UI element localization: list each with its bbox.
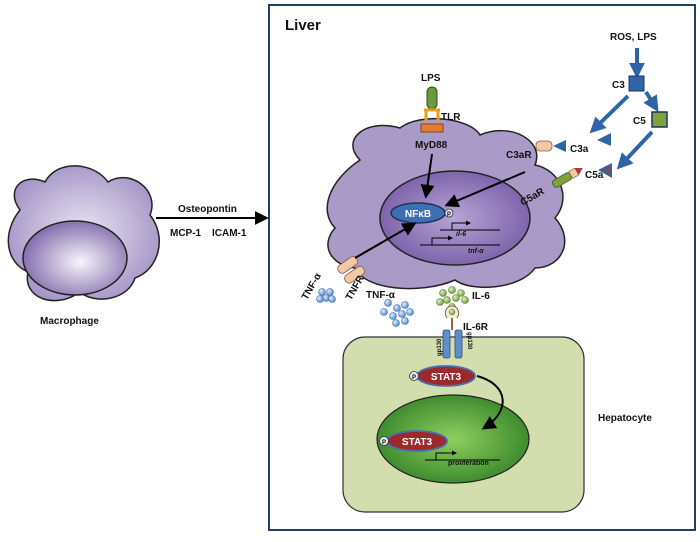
gp130-right-bar: [454, 329, 463, 359]
icam1-label: ICAM-1: [212, 228, 247, 239]
liver-nucleus: [379, 170, 531, 266]
il6r-label: IL-6R: [463, 322, 489, 333]
c3-label: C3: [612, 80, 625, 91]
tnfr-receptor: [337, 256, 365, 284]
tnfr-arrow: [354, 222, 417, 259]
il6-gene-line: [440, 223, 500, 231]
stat3-cyto-phospho-label: P: [412, 375, 416, 381]
tnfa-center-label: TNF-α: [366, 290, 396, 301]
c3-square: [628, 75, 645, 92]
lps-label: LPS: [421, 73, 441, 84]
hepatocyte-label: Hepatocyte: [598, 413, 652, 424]
liver-title: Liver: [285, 17, 321, 34]
tnfa-left-dots: [316, 288, 336, 303]
nfkb-phospho-icon: [444, 208, 454, 218]
macrophage-cell: [7, 165, 160, 302]
c5a-triangle-inner: [603, 167, 610, 174]
myd88-arrow: [420, 153, 435, 199]
stat3-nuc-label: STAT3: [402, 437, 433, 448]
c3ar-receptor: [535, 140, 553, 152]
gp130-left-label: gp130: [437, 338, 443, 356]
c5-to-c5a-arrow: [616, 130, 654, 170]
mcp1-label: MCP-1: [170, 228, 202, 239]
tnfa-center-dots: [380, 299, 414, 327]
gp130-right-label: gp130: [466, 332, 472, 350]
c5-square: [651, 111, 668, 128]
stat3-nuc-phospho-label: P: [382, 440, 386, 446]
il6r-receptor: [444, 305, 460, 330]
stat3-nuc-phospho-icon: [379, 436, 389, 446]
tlr-receptor: [424, 108, 440, 122]
c5ar-receptor: [552, 167, 583, 188]
proliferation-label: proliferation: [448, 460, 489, 467]
lps-molecule: [426, 86, 438, 110]
stat3-translocation-arrow: [476, 375, 504, 430]
c3ar-arrow: [444, 171, 526, 208]
il6-label: IL-6: [472, 291, 490, 302]
ros-lps-label: ROS, LPS: [610, 32, 657, 43]
myd88-label: MyD88: [415, 140, 448, 151]
tlr-label: TLR: [441, 112, 461, 123]
macrophage-label: Macrophage: [40, 316, 99, 327]
tnfa-gene-label: tnf-α: [468, 248, 484, 255]
c3a-triangle: [597, 133, 611, 146]
il6-gene-label: il-6: [456, 231, 466, 238]
macrophage-nucleus: [22, 220, 128, 296]
c3ar-label: C3aR: [506, 150, 532, 161]
il6-dots: [436, 286, 469, 311]
c5-label: C5: [633, 116, 646, 127]
proliferation-gene-line: [425, 453, 500, 461]
nfkb-phospho-label: P: [447, 212, 451, 218]
gp130-left-bar: [442, 329, 451, 359]
c3-to-c5-arrow: [643, 90, 659, 113]
nfkb-label: NFκB: [405, 209, 431, 220]
c3a-label: C3a: [570, 144, 589, 155]
c3-to-c3a-arrow: [589, 94, 630, 134]
osteopontin-label: Osteopontin: [178, 204, 237, 215]
c5a-label: C5a: [585, 170, 604, 181]
myd88-adapter: [420, 123, 444, 133]
stat3-cyto-label: STAT3: [431, 372, 462, 383]
tnfa-gene-line: [420, 238, 500, 246]
c3a-free-triangle: [553, 140, 566, 152]
stat3-cyto-phospho-icon: [409, 371, 419, 381]
